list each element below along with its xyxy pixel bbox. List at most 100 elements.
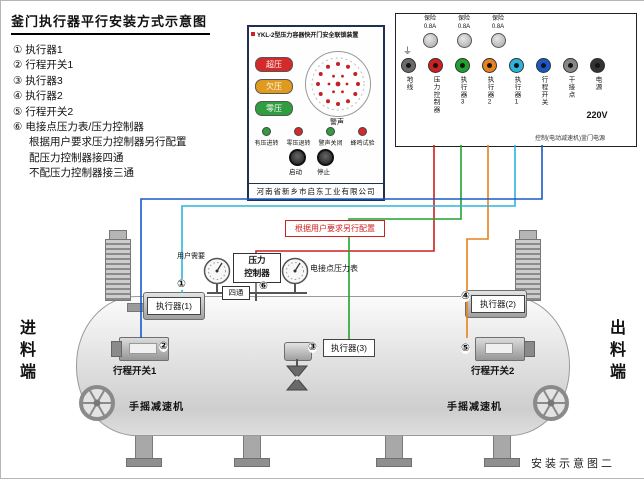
indicator-light <box>262 127 271 136</box>
start-button-label: 启动 <box>289 169 302 176</box>
actuator2-label: 执行器(2) <box>471 295 525 313</box>
switch-zero-reverse: 零压退转 <box>283 127 314 147</box>
limit-switch2-label: 行程开关2 <box>471 366 515 377</box>
legend-text: 电接点压力表/压力控制器 <box>25 121 144 134</box>
legend-num: ① <box>13 44 23 56</box>
limit-switch2-body <box>475 337 525 361</box>
terminal-power: 电源 <box>585 58 609 122</box>
legend-num: ⑥ <box>13 121 23 134</box>
terminal-ground: 地线 <box>396 58 420 122</box>
feed-end-label: 进料端 <box>17 319 34 385</box>
terminal-post <box>508 58 524 73</box>
terminal-dry-contact: 干接点 <box>558 58 582 122</box>
figure-caption: 安装示意图二 <box>531 458 615 470</box>
brand-dot-icon <box>251 32 255 36</box>
terminal-post <box>562 58 578 73</box>
legend-text: 执行器1 <box>25 44 63 56</box>
terminal-post <box>400 58 416 73</box>
terminal-panel-note: 控制(电动减速机)釜门电源 <box>535 136 605 142</box>
lamp-overpressure: 超压 <box>255 57 293 72</box>
callout-6: ⑥ <box>259 280 268 292</box>
terminal-actuator3: 执行器3 <box>450 58 474 122</box>
limit-switch1-cap <box>111 341 122 357</box>
legend-num: ④ <box>13 90 23 103</box>
fuse-holder-icon <box>490 33 506 48</box>
indicator-light <box>358 127 367 136</box>
interlock-control-panel: YKL-2型压力容器快开门安全联锁装置 超压 欠压 零压 警声 有压进转 零压退… <box>247 25 385 201</box>
terminal-post <box>535 58 551 73</box>
terminal-actuator1: 执行器1 <box>504 58 528 122</box>
legend-text: 执行器3 <box>25 74 63 87</box>
legend-note: 根据用户要求压力控制器另行配置 <box>29 136 187 149</box>
lamp-zeropressure: 零压 <box>255 101 293 116</box>
legend-text: 行程开关2 <box>25 105 74 118</box>
indicator-light <box>326 127 335 136</box>
alarm-dial-dots <box>311 57 365 111</box>
limit-switch1-label: 行程开关1 <box>113 366 157 377</box>
terminal-post <box>427 58 443 73</box>
voltage-label: 220V <box>586 110 608 120</box>
vessel-foot <box>376 458 412 467</box>
callout-3: ③ <box>308 341 317 353</box>
alarm-dial <box>305 51 371 117</box>
control-panel-title: YKL-2型压力容器快开门安全联锁装置 <box>257 32 359 39</box>
actuator1-label: 执行器(1) <box>147 297 201 315</box>
pressure-gauge-left <box>203 257 231 285</box>
page-title: 釜门执行器平行安装方式示意图 <box>11 11 211 35</box>
ground-icon: ⏚ <box>403 46 413 56</box>
indicator-light <box>294 127 303 136</box>
limit-switch2-cap <box>524 341 535 357</box>
actuator3-label: 执行器(3) <box>323 339 375 357</box>
terminal-post <box>481 58 497 73</box>
terminal-limit-switch: 行程开关 <box>531 58 555 122</box>
terminal-actuator2: 执行器2 <box>477 58 501 122</box>
callout-4: ④ <box>461 290 470 302</box>
hand-reducer-label-right: 手摇减速机 <box>447 402 502 413</box>
alarm-label: 警声 <box>330 119 344 126</box>
pressure-gauge-right <box>281 257 309 285</box>
legend-num: ③ <box>13 74 23 87</box>
vessel-foot <box>126 458 162 467</box>
four-way-label: 四通 <box>222 286 250 300</box>
user-required-note: 用户需要 <box>177 253 205 260</box>
contact-gauge-label: 电接点压力表 <box>310 264 358 273</box>
fuse-holder-icon <box>456 33 472 48</box>
callout-1: ① <box>177 278 186 290</box>
legend-num: ② <box>13 59 23 72</box>
callout-2: ② <box>159 340 168 352</box>
lamp-underpressure: 欠压 <box>255 79 293 94</box>
vessel-foot <box>234 458 270 467</box>
kettle-door-left <box>105 239 131 301</box>
switch-buzzer-test: 蜂鸣试验 <box>347 127 378 147</box>
switch-pressure-forward: 有压进转 <box>251 127 282 147</box>
fuse-holder-icon <box>422 33 438 48</box>
terminal-post <box>454 58 470 73</box>
manufacturer-name: 河南省新乡市启东工业有限公司 <box>249 183 383 199</box>
start-button <box>289 149 306 166</box>
stop-button-label: 停止 <box>317 169 330 176</box>
legend-note: 不配压力控制器接三通 <box>29 167 134 180</box>
callout-5: ⑤ <box>461 342 470 354</box>
terminal-pressure-controller: 压力控制器 <box>423 58 447 122</box>
switch-alarm-off: 警声关闭 <box>315 127 346 147</box>
legend-num: ⑤ <box>13 105 23 118</box>
control-panel-header: YKL-2型压力容器快开门安全联锁装置 <box>249 27 383 41</box>
legend-note: 配压力控制器接四通 <box>29 151 124 164</box>
stop-button <box>317 149 334 166</box>
discharge-end-label: 出料端 <box>607 319 624 385</box>
hand-reducer-label-left: 手摇减速机 <box>129 402 184 413</box>
pressure-controller-label: 压力 控制器 <box>233 253 281 283</box>
vessel-foot <box>484 458 520 467</box>
